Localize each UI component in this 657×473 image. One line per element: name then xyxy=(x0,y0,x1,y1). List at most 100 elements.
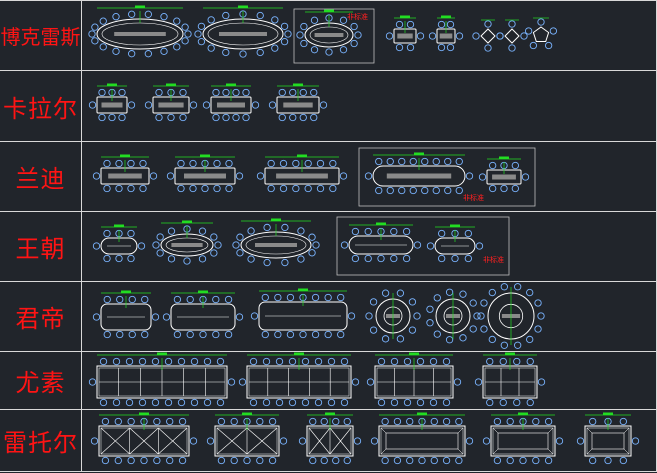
chair xyxy=(256,172,265,180)
chair xyxy=(486,398,494,407)
chair xyxy=(619,417,627,426)
chair xyxy=(99,398,108,407)
chair xyxy=(402,227,411,236)
chair xyxy=(261,330,269,339)
rect-table xyxy=(88,83,136,122)
chair xyxy=(207,16,215,24)
row-drawings xyxy=(83,410,657,471)
chair xyxy=(299,113,307,122)
chair xyxy=(416,357,425,366)
dimension-mark xyxy=(505,352,515,355)
chair xyxy=(499,398,507,407)
chair xyxy=(339,172,348,180)
chair xyxy=(267,184,275,193)
chair xyxy=(268,417,277,426)
table-frame xyxy=(385,432,459,450)
chair xyxy=(201,184,209,193)
chair xyxy=(534,299,542,307)
chair xyxy=(177,184,185,193)
chair xyxy=(369,298,378,306)
chair xyxy=(151,313,160,321)
grid-table xyxy=(474,352,546,407)
chair xyxy=(88,101,97,109)
chair xyxy=(179,113,187,122)
chair xyxy=(125,357,134,366)
chair xyxy=(473,312,481,320)
chair xyxy=(511,184,519,193)
grid-table xyxy=(238,352,360,407)
row-label: 卡拉尔 xyxy=(0,71,82,141)
chair xyxy=(364,227,372,236)
row-jundi: 君帝 xyxy=(0,281,657,351)
drawings-svg: 非标准 xyxy=(88,5,558,64)
chair xyxy=(500,341,508,349)
chair xyxy=(251,101,260,109)
chair xyxy=(88,30,96,38)
chair xyxy=(369,326,378,334)
chair xyxy=(532,456,540,465)
chair xyxy=(160,47,168,55)
chair xyxy=(320,417,328,426)
chair xyxy=(88,378,97,386)
chair xyxy=(230,417,238,426)
chair xyxy=(390,398,399,407)
chair xyxy=(430,456,438,465)
chair xyxy=(312,241,320,249)
chair xyxy=(177,357,186,366)
chair xyxy=(464,254,472,263)
chair xyxy=(138,398,147,407)
chair xyxy=(351,378,360,386)
chair xyxy=(199,330,207,339)
chair xyxy=(213,159,221,168)
chair xyxy=(316,159,325,168)
dimension-mark xyxy=(120,154,130,157)
chair xyxy=(213,184,221,193)
chair xyxy=(310,88,318,97)
pentagon-table xyxy=(524,17,558,50)
chair xyxy=(396,289,405,297)
chair xyxy=(469,325,477,333)
table-center xyxy=(386,173,452,179)
chair xyxy=(197,38,206,46)
chair xyxy=(115,159,123,168)
chair xyxy=(311,330,320,339)
chair xyxy=(619,456,627,465)
chair xyxy=(406,20,415,29)
row-drawings: 非标准 xyxy=(83,1,657,70)
rect-table xyxy=(256,154,348,193)
chair xyxy=(203,357,212,366)
chair xyxy=(455,186,463,195)
frame-table xyxy=(482,412,564,465)
chair xyxy=(537,18,545,26)
chair xyxy=(127,159,135,168)
chair xyxy=(178,456,187,465)
chair xyxy=(544,41,553,50)
chair xyxy=(377,357,386,366)
chair xyxy=(375,186,383,195)
chair xyxy=(278,88,286,97)
chair xyxy=(139,159,147,168)
chair xyxy=(433,294,441,302)
chair xyxy=(343,417,351,426)
chair xyxy=(544,456,553,465)
chair xyxy=(242,88,250,97)
chair xyxy=(500,184,508,193)
chair xyxy=(508,44,516,52)
dimension-mark xyxy=(200,154,210,157)
chair xyxy=(403,398,412,407)
chair xyxy=(212,88,220,97)
chair xyxy=(127,456,135,465)
chair xyxy=(406,417,414,426)
chair xyxy=(381,456,389,465)
table-frame xyxy=(591,432,625,450)
chair xyxy=(112,398,121,407)
chair xyxy=(534,325,542,333)
chair xyxy=(222,88,230,97)
chair xyxy=(366,378,375,386)
chair xyxy=(301,398,310,407)
chair xyxy=(377,254,385,263)
rect-table xyxy=(268,83,328,122)
non-standard-note: 非标准 xyxy=(483,255,504,264)
row-label: 尤素 xyxy=(0,352,82,409)
